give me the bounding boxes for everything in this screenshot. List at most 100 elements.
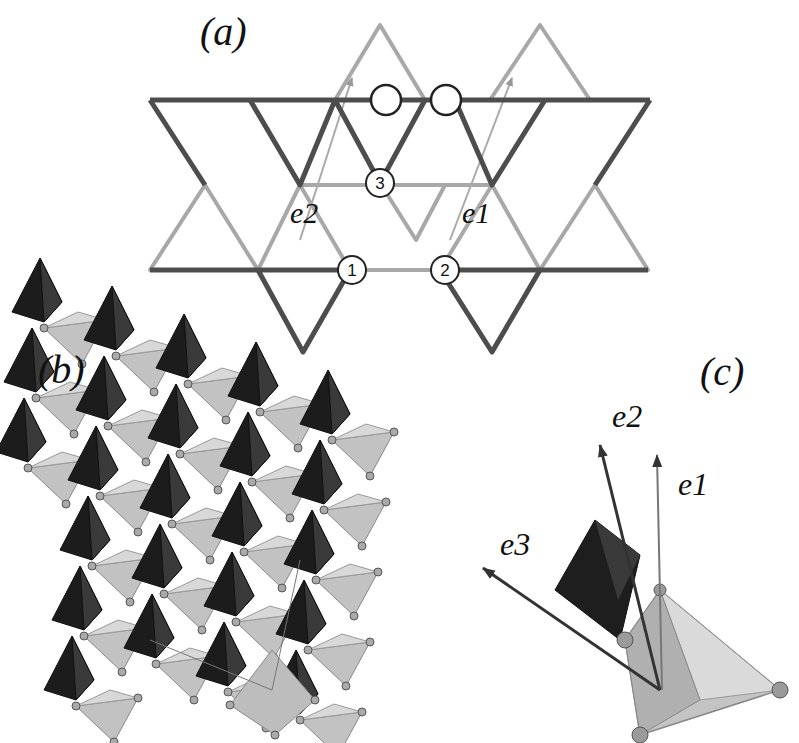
tetrahedron — [60, 496, 110, 560]
tetrahedron — [24, 398, 46, 462]
tetrahedron — [184, 314, 206, 378]
vector-label: e2 — [290, 198, 318, 228]
atom — [248, 478, 256, 486]
tetrahedron — [44, 636, 94, 700]
atom — [126, 598, 134, 606]
axis-line — [150, 560, 300, 690]
atom — [110, 738, 118, 743]
panel-label: (b) — [38, 350, 85, 390]
tetrahedron — [304, 580, 326, 644]
site-circle: 1 — [337, 255, 367, 285]
atom — [366, 472, 374, 480]
atom — [168, 520, 176, 528]
tetrahedron — [72, 636, 94, 700]
tetrahedron — [228, 342, 278, 406]
atom — [176, 450, 184, 458]
tetrahedron — [40, 258, 62, 322]
atom — [286, 514, 294, 522]
tetrahedron — [230, 650, 315, 735]
vector-label: e3 — [500, 528, 530, 560]
site-number: 3 — [375, 175, 384, 192]
atom — [40, 324, 48, 332]
tetrahedron — [320, 440, 342, 504]
atom — [240, 548, 248, 556]
tetrahedron — [224, 622, 246, 686]
atom — [72, 702, 80, 710]
atom — [224, 688, 232, 696]
tetrahedron — [96, 426, 118, 490]
tetrahedron — [204, 552, 254, 616]
vector-label: e1 — [462, 198, 490, 228]
atom — [198, 626, 206, 634]
atom — [70, 430, 78, 438]
atom — [256, 408, 264, 416]
tetrahedron — [240, 482, 262, 546]
atom — [226, 701, 234, 709]
tetrahedron — [80, 566, 102, 630]
tetrahedron — [104, 356, 126, 420]
atom — [311, 696, 319, 704]
atom — [350, 612, 358, 620]
tetrahedron — [308, 634, 370, 650]
tetrahedron — [88, 496, 110, 560]
atom — [152, 660, 160, 668]
tetrahedron — [256, 342, 278, 406]
atom — [232, 618, 240, 626]
tetrahedron — [316, 564, 378, 580]
tetrahedron — [68, 426, 118, 490]
atom — [80, 632, 88, 640]
tetrahedron — [0, 398, 46, 462]
panel-label: (a) — [200, 12, 247, 52]
atom — [312, 576, 320, 584]
tetrahedron — [76, 690, 138, 706]
tetrahedron — [168, 454, 190, 518]
atom — [150, 388, 158, 396]
atom — [134, 528, 142, 536]
atom — [296, 716, 304, 724]
tetrahedron — [248, 412, 270, 476]
atom — [358, 542, 366, 550]
atom — [366, 638, 374, 646]
atom — [382, 498, 390, 506]
atom — [206, 556, 214, 564]
tetrahedron — [300, 704, 362, 720]
atom — [118, 668, 126, 676]
atom — [358, 708, 366, 716]
atom — [160, 590, 168, 598]
atom — [24, 464, 32, 472]
vector-label: e1 — [678, 468, 708, 500]
atom — [62, 500, 70, 508]
tetrahedron — [132, 524, 182, 588]
atom — [134, 694, 142, 702]
atom — [88, 562, 96, 570]
atom — [214, 486, 222, 494]
site-number: 2 — [440, 262, 449, 279]
tetrahedron — [232, 552, 254, 616]
atom — [112, 352, 120, 360]
tetrahedron — [124, 594, 174, 658]
site-number: 1 — [347, 262, 356, 279]
tetrahedron — [84, 286, 134, 350]
tetrahedron — [284, 510, 334, 574]
tetrahedron — [324, 494, 386, 510]
tetrahedron — [156, 314, 206, 378]
site-circle: 3 — [365, 168, 395, 198]
atom — [278, 584, 286, 592]
tetrahedron — [300, 370, 350, 434]
tetrahedron — [160, 524, 182, 588]
site-circle: 2 — [430, 255, 460, 285]
tetrahedron — [332, 424, 394, 440]
tetrahedron — [176, 384, 198, 448]
atom — [304, 646, 312, 654]
atom — [320, 506, 328, 514]
atom — [32, 394, 40, 402]
tetrahedron — [148, 384, 198, 448]
tetrahedron — [52, 566, 102, 630]
panel-label: (c) — [700, 352, 744, 392]
atom — [374, 568, 382, 576]
atom — [342, 682, 350, 690]
tetrahedron — [140, 454, 190, 518]
